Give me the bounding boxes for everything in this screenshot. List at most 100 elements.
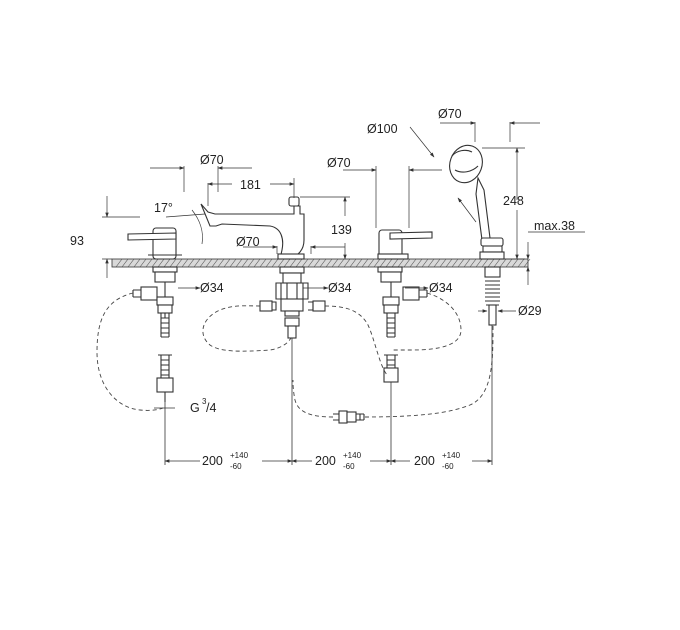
deck-hatch-line xyxy=(337,258,345,268)
deck-hatch-line xyxy=(511,258,519,268)
deck-hatch-line xyxy=(241,258,249,268)
deck-hatch-line xyxy=(343,258,351,268)
deck-hatch-line xyxy=(211,258,219,268)
deck-hatch-line xyxy=(367,258,375,268)
deck xyxy=(111,258,531,268)
deck-hatch-line xyxy=(205,258,213,268)
label-h93: 93 xyxy=(70,234,84,248)
label-thread-g: G xyxy=(190,401,200,415)
deck-hatch-line xyxy=(283,258,291,268)
center-lines xyxy=(164,325,493,465)
label-w181: 181 xyxy=(240,178,261,192)
label-d70-spout: Ø70 xyxy=(200,153,224,167)
deck-hatch-line xyxy=(235,258,243,268)
deck-hatch-line xyxy=(421,258,429,268)
label-tol-plus-1: +140 xyxy=(230,451,249,460)
deck-hatch-line xyxy=(187,258,195,268)
deck-hatch-line xyxy=(271,258,279,268)
label-spacing-3: 200 xyxy=(414,454,435,468)
deck-hatch-line xyxy=(517,258,525,268)
label-h248: 248 xyxy=(503,194,524,208)
label-tol-minus-3: -60 xyxy=(442,462,454,471)
label-tol-minus-1: -60 xyxy=(230,462,242,471)
deck-hatch-line xyxy=(439,258,447,268)
deck-hatch-line xyxy=(463,258,471,268)
deck-hatch-line xyxy=(391,258,399,268)
deck-hatch-line xyxy=(199,258,207,268)
deck-hatch-line xyxy=(115,258,123,268)
deck-hatch-line xyxy=(247,258,255,268)
deck-hatch-line xyxy=(307,258,315,268)
label-d29: Ø29 xyxy=(518,304,542,318)
label-d100: Ø100 xyxy=(367,122,398,136)
deck-hatch-line xyxy=(451,258,459,268)
deck-hatch-line xyxy=(157,258,165,268)
label-d34-left: Ø34 xyxy=(200,281,224,295)
deck-hatch-line xyxy=(259,258,267,268)
deck-hatch-line xyxy=(181,258,189,268)
deck-hatch-line xyxy=(487,258,495,268)
label-spacing-1: 200 xyxy=(202,454,223,468)
hand-shower xyxy=(449,144,505,326)
label-h139: 139 xyxy=(331,223,352,237)
deck-hatch-line xyxy=(379,258,387,268)
deck-hatch-line xyxy=(217,258,225,268)
label-spacing-2: 200 xyxy=(315,454,336,468)
dimensions xyxy=(102,121,585,463)
deck-hatch-line xyxy=(445,258,453,268)
deck-hatch-line xyxy=(493,258,501,268)
deck-hatch-line xyxy=(301,258,309,268)
deck-hatch-line xyxy=(409,258,417,268)
deck-hatch-line xyxy=(265,258,273,268)
deck-hatch-line xyxy=(193,258,201,268)
label-thread-den: /4 xyxy=(206,401,216,415)
deck-hatch-line xyxy=(145,258,153,268)
deck-hatch-line xyxy=(469,258,477,268)
label-d70-base: Ø70 xyxy=(236,235,260,249)
left-valve xyxy=(127,227,182,402)
deck-hatch-line xyxy=(223,258,231,268)
label-angle17: 17° xyxy=(154,201,173,215)
deck-hatch-line xyxy=(427,258,435,268)
deck-hatch-line xyxy=(163,258,171,268)
dimension-labels: Ø70 Ø100 248 max.38 Ø70 181 17° Ø70 139 … xyxy=(70,107,575,471)
spout xyxy=(200,196,326,339)
label-max38: max.38 xyxy=(534,219,575,233)
deck-hatch-line xyxy=(169,258,177,268)
deck-hatch-line xyxy=(385,258,393,268)
deck-hatch-line xyxy=(481,258,489,268)
deck-hatch-line xyxy=(523,258,531,268)
deck-hatch-line xyxy=(175,258,183,268)
deck-hatch-line xyxy=(121,258,129,268)
deck-hatch-line xyxy=(457,258,465,268)
label-tol-plus-3: +140 xyxy=(442,451,461,460)
deck-hatch-line xyxy=(139,258,147,268)
connector-fitting xyxy=(333,410,365,424)
deck-hatch-line xyxy=(331,258,339,268)
deck-hatch-line xyxy=(433,258,441,268)
label-tol-plus-2: +140 xyxy=(343,451,362,460)
deck-hatch-line xyxy=(319,258,327,268)
deck-hatch-line xyxy=(127,258,135,268)
label-d70-valve: Ø70 xyxy=(327,156,351,170)
deck-hatch-line xyxy=(277,258,285,268)
label-d70-handshower: Ø70 xyxy=(438,107,462,121)
deck-hatch-line xyxy=(361,258,369,268)
deck-hatch-line xyxy=(373,258,381,268)
deck-hatch-line xyxy=(397,258,405,268)
deck-hatch-line xyxy=(313,258,321,268)
deck-hatch-line xyxy=(253,258,261,268)
deck-hatch-line xyxy=(475,258,483,268)
deck-hatch-line xyxy=(289,258,297,268)
deck-hatch-line xyxy=(355,258,363,268)
right-valve xyxy=(377,229,433,383)
deck-hatch-line xyxy=(499,258,507,268)
deck-hatch-line xyxy=(349,258,357,268)
deck-hatch-line xyxy=(295,258,303,268)
deck-hatch-line xyxy=(151,258,159,268)
deck-hatch-line xyxy=(415,258,423,268)
deck-hatch-line xyxy=(133,258,141,268)
label-d34-right: Ø34 xyxy=(429,281,453,295)
label-tol-minus-2: -60 xyxy=(343,462,355,471)
